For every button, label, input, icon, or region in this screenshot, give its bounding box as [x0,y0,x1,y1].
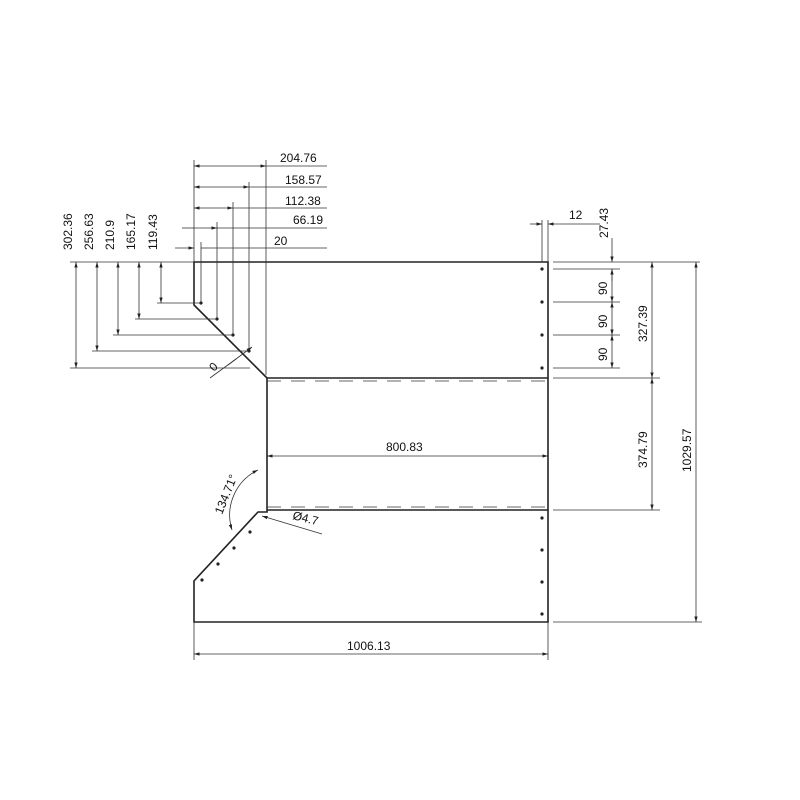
dim-119-43: 119.43 [146,214,160,250]
dim-1006-13: 1006.13 [347,639,391,653]
inner-width-dimension: 800.83 [267,440,548,458]
dim-165-17: 165.17 [124,213,138,250]
right-dimensions: 12 27.43 90 90 90 327.39 374.79 1029.57 [530,208,702,623]
holes [199,267,544,616]
hole [540,516,544,520]
dim-90-b: 90 [596,314,610,328]
dim-1029-57: 1029.57 [680,428,694,472]
hole [540,580,544,584]
dim-256-63: 256.63 [82,213,96,250]
hole [200,578,204,582]
dim-66-19: 66.19 [293,213,323,227]
hole [216,562,220,566]
hole-diameter-dimension: Ø4.7 [261,508,323,535]
chamfer-dimension: 0 [206,346,253,379]
dim-20: 20 [274,234,288,248]
dim-12: 12 [569,208,583,222]
dim-90-c: 90 [596,347,610,361]
dim-204-76: 204.76 [280,151,317,165]
hole-diameter-label: Ø4.7 [291,508,320,528]
hole [540,333,544,337]
dim-112-38: 112.38 [285,194,321,208]
top-horizontal-dimensions: 204.76 158.57 112.38 66.19 20 [175,151,327,375]
hole [540,366,544,370]
left-vertical-dimensions: 302.36 256.63 210.9 165.17 119.43 [61,213,250,369]
dim-27-43: 27.43 [597,208,611,238]
dim-327-39: 327.39 [636,305,650,342]
hole [540,548,544,552]
hole [540,300,544,304]
part-outline [193,261,549,623]
angle-label: 134.71° [212,472,241,516]
dim-158-57: 158.57 [285,173,322,187]
overall-width-dimension: 1006.13 [193,622,549,660]
dim-374-79: 374.79 [636,431,650,468]
dim-90-a: 90 [596,281,610,295]
hole [540,612,544,616]
hole [248,530,252,534]
dim-800-83: 800.83 [386,440,423,454]
hole [540,267,544,271]
hole [232,546,236,550]
angle-dimension: 134.71° [212,469,259,531]
dim-302-36: 302.36 [61,213,75,250]
dim-210-9: 210.9 [103,220,117,250]
